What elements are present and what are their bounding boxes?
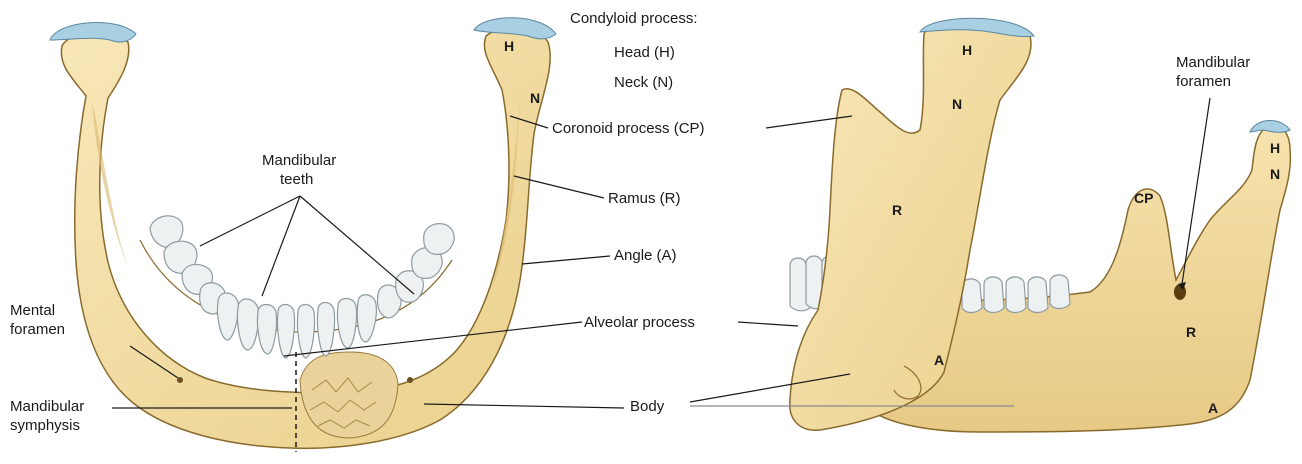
lateral-far-coronoid-tag: CP xyxy=(1134,190,1153,206)
angle-label: Angle (A) xyxy=(614,247,677,265)
mental-foramen-label-line1: Mental xyxy=(10,302,55,320)
neck-label: Neck (N) xyxy=(614,74,673,92)
front-view-mandible xyxy=(50,18,556,452)
lateral-far-teeth xyxy=(962,275,1070,313)
body-label: Body xyxy=(630,398,664,416)
lateral-far-ramus-tag: R xyxy=(1186,324,1196,340)
lateral-far-head-tag: H xyxy=(1270,140,1280,156)
mandibular-foramen-label-line1: Mandibular xyxy=(1176,54,1250,72)
coronoid-process-label: Coronoid process (CP) xyxy=(552,120,705,138)
mandibular-foramen-label-line2: foramen xyxy=(1176,73,1231,91)
lateral-near-head-tag: H xyxy=(962,42,972,58)
mandibular-symphysis-label-line2: symphysis xyxy=(10,417,80,435)
lateral-near-angle-tag: A xyxy=(934,352,944,368)
lateral-far-cartilage xyxy=(1250,120,1290,132)
front-mandibular-teeth xyxy=(150,216,454,358)
front-mental-foramen-right xyxy=(407,377,413,383)
mandibular-symphysis-label-line1: Mandibular xyxy=(10,398,84,416)
lateral-near-neck-tag: N xyxy=(952,96,962,112)
ramus-label: Ramus (R) xyxy=(608,190,681,208)
mental-foramen-label-line2: foramen xyxy=(10,321,65,339)
head-label: Head (H) xyxy=(614,44,675,62)
mandibular-teeth-label-line1: Mandibular xyxy=(262,152,336,170)
alveolar-process-label: Alveolar process xyxy=(584,314,695,332)
mandibular-teeth-label-line2: teeth xyxy=(280,171,313,189)
lateral-far-neck-tag: N xyxy=(1270,166,1280,182)
condyloid-process-label: Condyloid process: xyxy=(570,10,698,28)
front-head-tag: H xyxy=(504,38,514,54)
lateral-near-ramus-tag: R xyxy=(892,202,902,218)
front-neck-tag: N xyxy=(530,90,540,106)
lateral-far-angle-tag: A xyxy=(1208,400,1218,416)
